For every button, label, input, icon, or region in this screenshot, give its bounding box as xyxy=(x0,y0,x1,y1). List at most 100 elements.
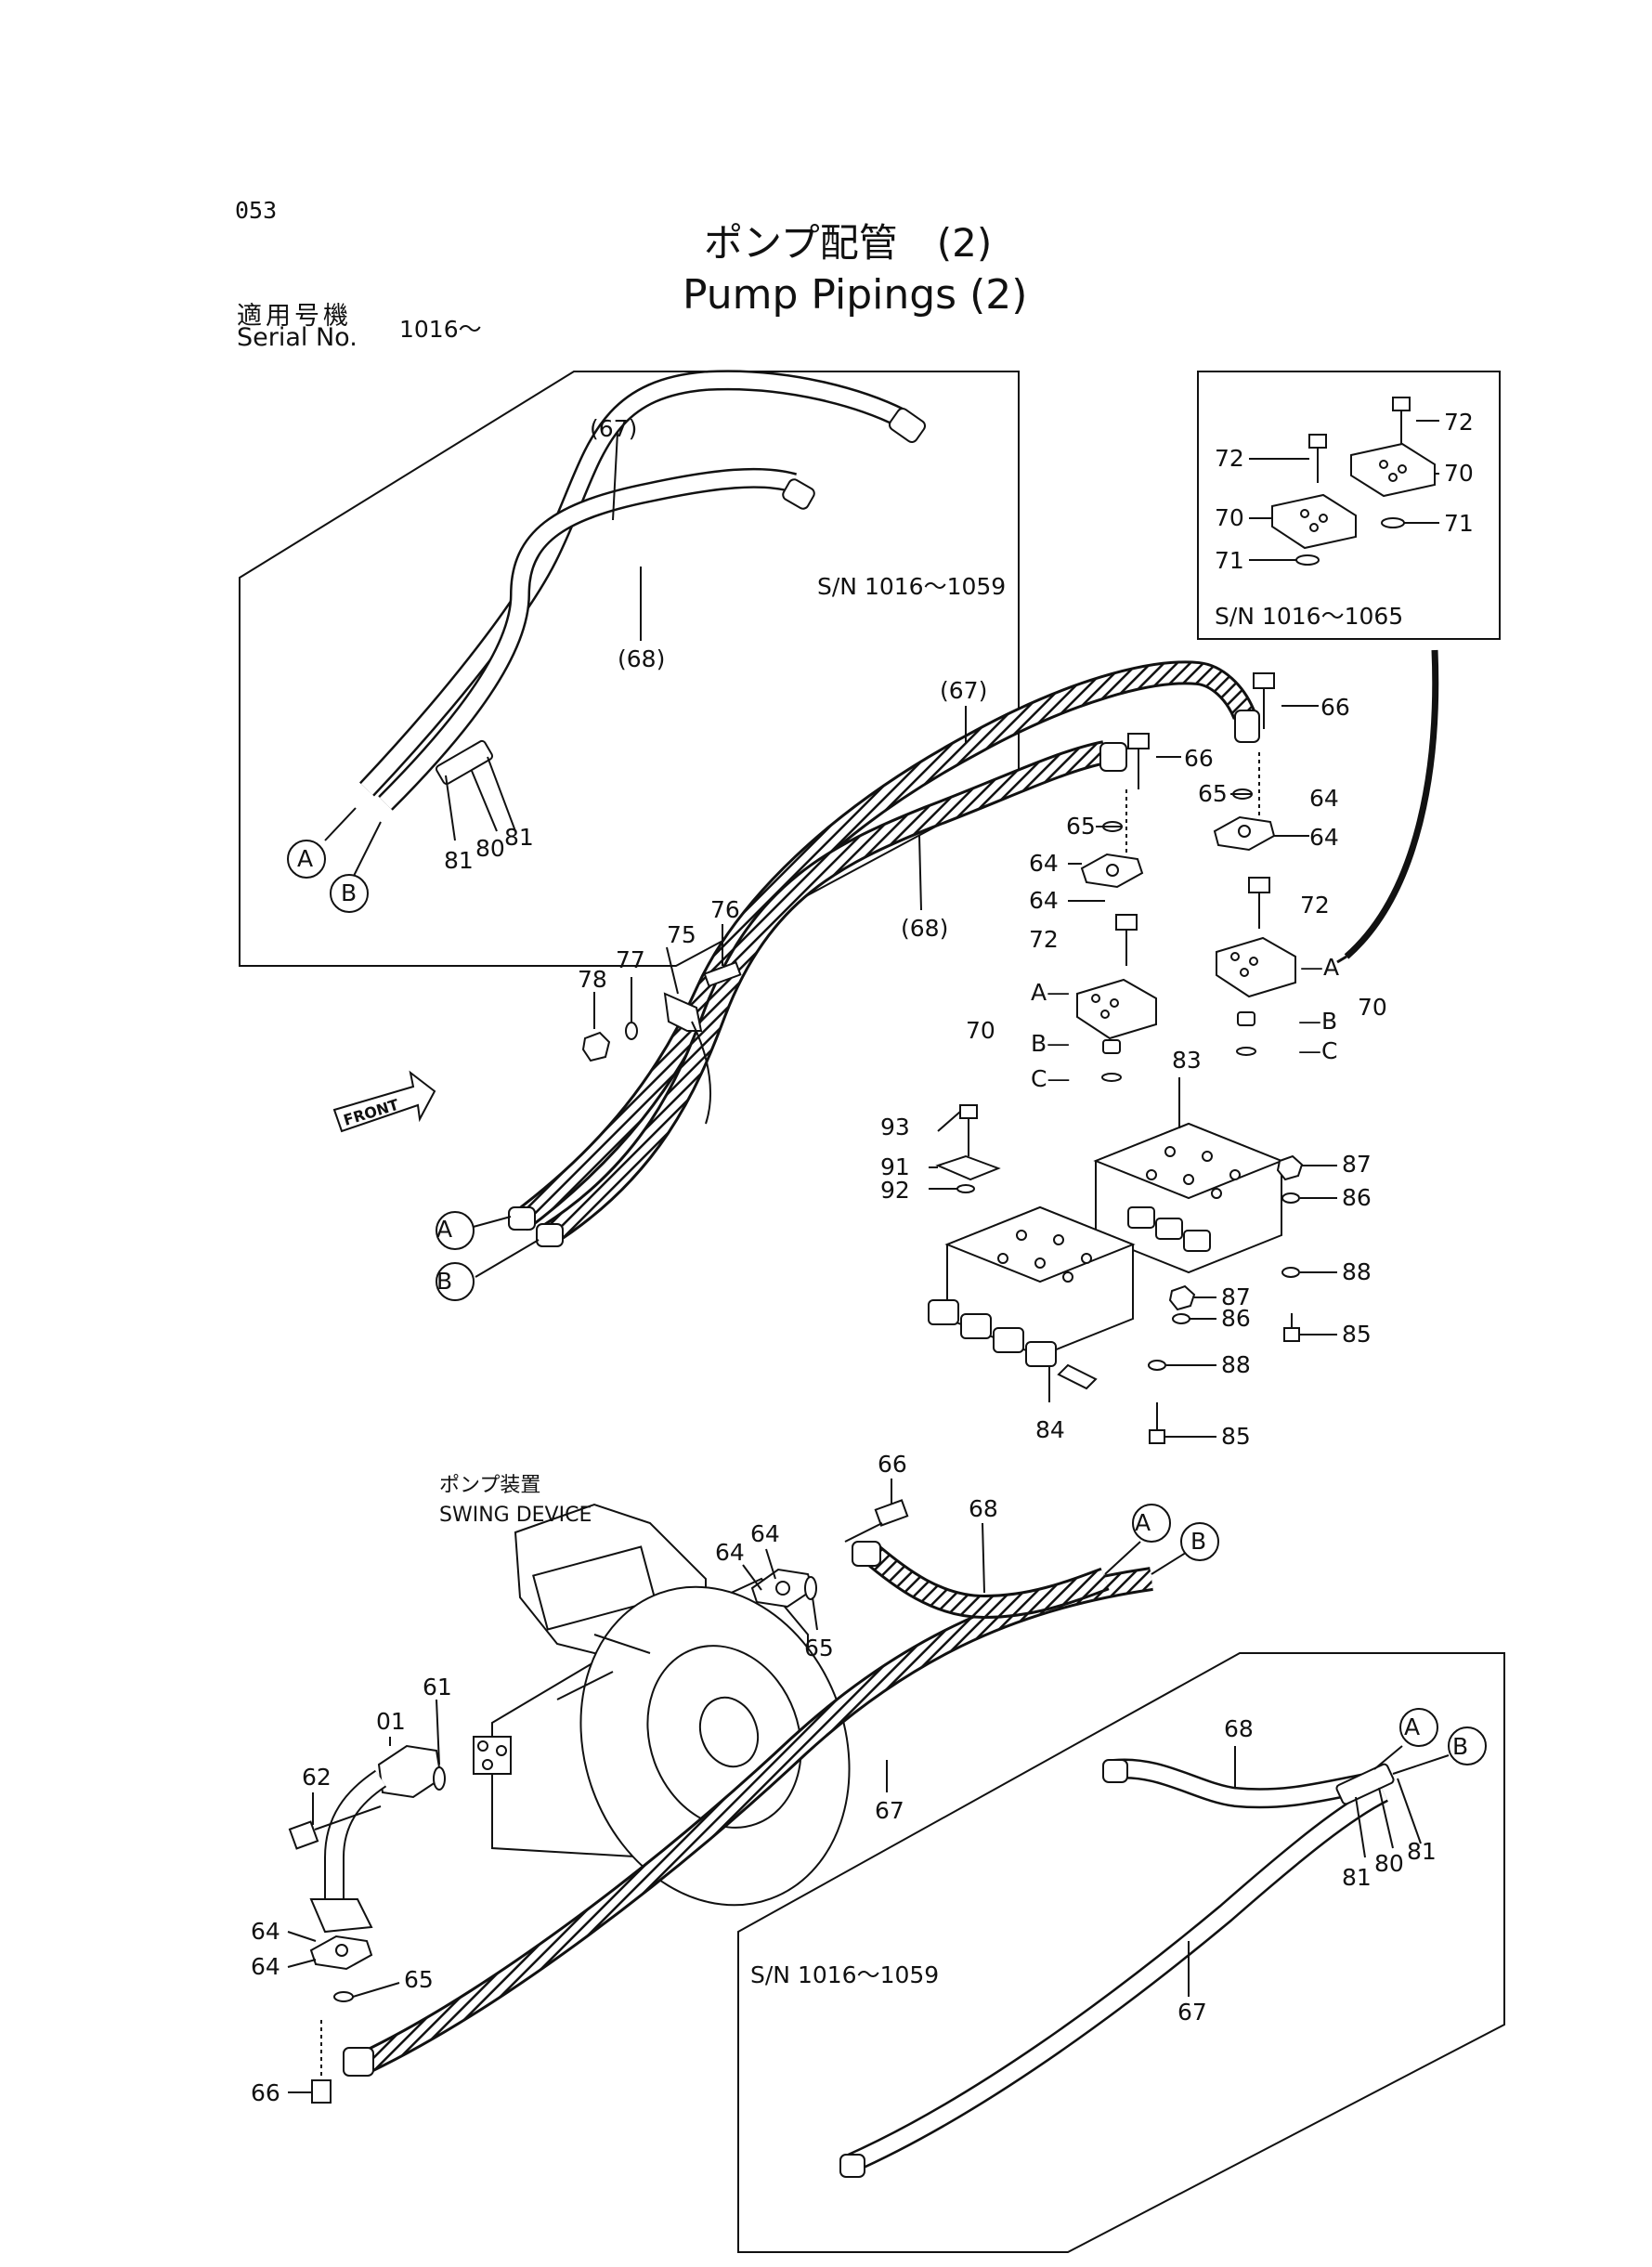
swing-flanges xyxy=(742,1479,909,1631)
label-85: 85 xyxy=(1342,1321,1372,1348)
label-81: 81 xyxy=(444,847,474,874)
label-72: 72 xyxy=(1444,409,1474,436)
inset-bottom-serial: S/N 1016～1059 xyxy=(750,1961,939,1988)
label-66: 66 xyxy=(1320,694,1350,721)
middle-valve-blocks xyxy=(1076,936,1296,1082)
label-88: 88 xyxy=(1221,1351,1251,1378)
inset-top-left-serial: S/N 1016～1059 xyxy=(817,573,1006,600)
label-64: 64 xyxy=(1309,785,1339,812)
label-66: 66 xyxy=(878,1451,907,1478)
connector-b-right: —B xyxy=(1298,1008,1337,1035)
label-93: 93 xyxy=(880,1114,910,1140)
label-66: 66 xyxy=(1184,745,1214,772)
label-64: 64 xyxy=(1309,824,1339,851)
label-70: 70 xyxy=(1444,460,1474,487)
device-label-english: SWING DEVICE xyxy=(439,1504,592,1527)
label-77: 77 xyxy=(616,946,645,973)
serial-label-japanese: 適用号機 xyxy=(237,302,352,331)
label-64: 64 xyxy=(1029,887,1059,914)
bottom-hoses xyxy=(343,1522,1190,2077)
label-68: 68 xyxy=(1224,1715,1254,1742)
label-91: 91 xyxy=(880,1153,910,1180)
label-87: 87 xyxy=(1342,1151,1372,1178)
connector-b: B xyxy=(436,1268,452,1295)
serial-label-english: Serial No. xyxy=(237,323,358,352)
label-67-paren: (67) xyxy=(940,677,987,704)
connector-a: A xyxy=(436,1216,452,1243)
device-label-japanese: ポンプ装置 xyxy=(439,1474,540,1497)
inset-top-right-serial: S/N 1016～1065 xyxy=(1215,603,1403,630)
connector-a: A xyxy=(297,845,313,872)
label-65: 65 xyxy=(804,1635,834,1661)
label-67: 67 xyxy=(875,1797,904,1824)
label-68-paren: (68) xyxy=(618,645,665,672)
connector-a: A xyxy=(1135,1509,1151,1536)
label-65: 65 xyxy=(1198,780,1228,807)
label-01: 01 xyxy=(376,1708,406,1735)
label-70: 70 xyxy=(1215,504,1244,531)
label-72: 72 xyxy=(1029,926,1059,953)
label-71: 71 xyxy=(1215,547,1244,574)
label-70: 70 xyxy=(966,1017,995,1044)
inset-top-left xyxy=(239,370,1020,967)
connector-c-right: —C xyxy=(1298,1037,1337,1064)
connector-b: B xyxy=(1190,1528,1206,1555)
connector-b: B xyxy=(341,879,357,906)
label-68-paren: (68) xyxy=(901,915,948,942)
label-80: 80 xyxy=(1374,1850,1404,1877)
swing-device xyxy=(473,1503,851,1907)
connector-a-left: A— xyxy=(1031,979,1070,1006)
middle-hoses xyxy=(459,660,1260,1278)
label-83: 83 xyxy=(1172,1047,1202,1074)
label-72: 72 xyxy=(1300,892,1330,919)
label-81: 81 xyxy=(504,824,534,851)
label-65: 65 xyxy=(1066,813,1096,840)
connector-c-left: C— xyxy=(1031,1065,1070,1092)
label-64: 64 xyxy=(750,1520,780,1547)
inset-bottom-right xyxy=(737,1652,1505,2253)
label-75: 75 xyxy=(667,921,696,948)
connector-a-right: —A xyxy=(1300,954,1339,981)
label-78: 78 xyxy=(578,966,607,993)
label-86: 86 xyxy=(1221,1305,1251,1332)
page-number: 053 xyxy=(235,197,278,224)
label-64: 64 xyxy=(251,1918,280,1945)
label-67-paren: (67) xyxy=(590,415,637,442)
label-81: 81 xyxy=(1407,1838,1437,1865)
label-72: 72 xyxy=(1215,445,1244,472)
label-64: 64 xyxy=(715,1539,745,1566)
connector-a: A xyxy=(1404,1713,1420,1740)
label-64: 64 xyxy=(251,1953,280,1980)
diagram-labels: (67) (68) S/N 1016～1059 A B 81 80 81 72 … xyxy=(251,409,1474,2106)
connector-b-left: B— xyxy=(1031,1030,1070,1057)
inset-callout-curve xyxy=(1344,649,1439,959)
label-85: 85 xyxy=(1221,1423,1251,1450)
label-66: 66 xyxy=(251,2079,280,2106)
label-80: 80 xyxy=(475,835,505,862)
front-arrow: FRONT xyxy=(332,1070,436,1133)
label-84: 84 xyxy=(1035,1416,1065,1443)
label-68: 68 xyxy=(969,1495,998,1522)
label-92: 92 xyxy=(880,1177,910,1204)
label-67: 67 xyxy=(1177,1999,1207,2026)
label-88: 88 xyxy=(1342,1258,1372,1285)
bracket-assembly xyxy=(581,924,742,1125)
connector-b: B xyxy=(1452,1733,1468,1760)
label-71: 71 xyxy=(1444,510,1474,537)
inset-top-right xyxy=(1197,371,1501,640)
label-64: 64 xyxy=(1029,850,1059,877)
bottom-left-flanges xyxy=(287,1931,400,2104)
title-japanese: ポンプ配管 (2) xyxy=(704,220,993,266)
pipe-01-assembly xyxy=(288,1699,446,1934)
label-62: 62 xyxy=(302,1764,332,1791)
serial-value: 1016～ xyxy=(399,316,482,343)
label-81: 81 xyxy=(1342,1864,1372,1891)
label-76: 76 xyxy=(710,896,740,923)
label-87: 87 xyxy=(1221,1283,1251,1310)
label-65: 65 xyxy=(404,1966,434,1993)
control-valves xyxy=(928,1077,1337,1444)
title-english: Pump Pipings (2) xyxy=(683,271,1028,319)
label-70: 70 xyxy=(1358,994,1387,1021)
label-86: 86 xyxy=(1342,1184,1372,1211)
middle-flanges xyxy=(1068,672,1319,966)
